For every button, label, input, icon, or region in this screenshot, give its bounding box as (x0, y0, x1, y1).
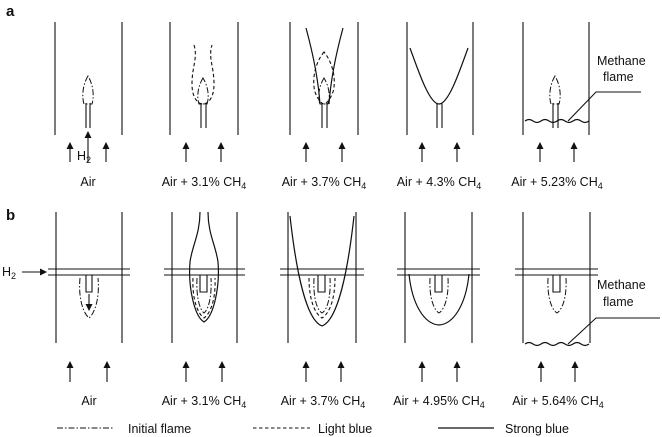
initial-flame-outline (79, 277, 99, 319)
legend-label-strong: Strong blue (505, 422, 569, 436)
strong-blue-flame-outline (289, 215, 355, 327)
strong-blue-flame-outline (328, 27, 344, 105)
hydrogen-label: H2 (77, 149, 91, 165)
panel-b-case-3: Air + 3.7% CH4 (280, 212, 365, 410)
light-blue-flame-outline (313, 51, 335, 105)
callout-methane: Methane (597, 54, 646, 68)
strong-blue-flame-outline (409, 47, 469, 105)
case-label: Air + 4.95% CH4 (393, 394, 485, 410)
strong-blue-flame-outline (408, 273, 470, 326)
downward-nozzle (434, 275, 443, 293)
initial-flame-outline (197, 77, 209, 105)
case-label: Air (81, 394, 96, 408)
callout-flame: flame (603, 70, 634, 84)
initial-flame-outline (549, 75, 561, 105)
panel-b-case-4: Air + 4.95% CH4 (393, 212, 485, 410)
case-label: Air + 3.1% CH4 (162, 175, 247, 191)
panel-a-case-3: Air + 3.7% CH4 (282, 22, 367, 191)
case-label: Air (80, 175, 95, 189)
light-blue-flame-outline (191, 44, 215, 105)
strong-blue-flame-outline (189, 211, 219, 323)
light-blue-flame-outline (308, 277, 336, 319)
panel-a-case-5: Methane flame Air + 5.23% CH4 (511, 22, 646, 191)
panel-a-case-4: Air + 4.3% CH4 (397, 22, 482, 191)
callout-leader-line (567, 91, 641, 122)
initial-flame-outline (318, 77, 330, 105)
methane-flame-front (524, 341, 590, 347)
panel-b-case-1: Air (48, 212, 130, 408)
strong-blue-flame-outline (305, 27, 321, 105)
panel-a-case-2: Air + 3.1% CH4 (162, 22, 247, 191)
legend-label-light: Light blue (318, 422, 372, 436)
initial-flame-outline (196, 277, 212, 314)
case-label: Air + 4.3% CH4 (397, 175, 482, 191)
initial-flame-outline (82, 75, 94, 105)
case-label: Air + 3.1% CH4 (162, 394, 247, 410)
legend-label-initial: Initial flame (128, 422, 191, 436)
callout-leader-line (567, 317, 660, 345)
light-blue-flame-outline (192, 277, 216, 319)
downward-nozzle (317, 275, 326, 293)
case-label: Air + 3.7% CH4 (282, 175, 367, 191)
methane-flame-front (524, 118, 590, 124)
downward-nozzle (552, 275, 561, 293)
callout-methane: Methane (597, 278, 646, 292)
hydrogen-inlet-label: H2 (2, 265, 16, 281)
downward-nozzle (199, 275, 208, 293)
downward-nozzle (85, 275, 93, 293)
panel-a-case-1: H2 Air (54, 22, 123, 189)
legend: Initial flame Light blue Strong blue (57, 422, 569, 436)
callout-flame: flame (603, 295, 634, 309)
initial-flame-outline (547, 277, 567, 314)
initial-flame-outline (429, 277, 449, 314)
case-label: Air + 5.64% CH4 (512, 394, 604, 410)
panel-b-case-2: Air + 3.1% CH4 (162, 211, 247, 410)
initial-flame-outline (313, 277, 331, 314)
case-label: Air + 3.7% CH4 (281, 394, 366, 410)
panel-a-letter: a (6, 3, 15, 20)
case-label: Air + 5.23% CH4 (511, 175, 603, 191)
panel-b-case-5: Methane flame Air + 5.64% CH4 (512, 212, 660, 410)
panel-b-letter: b (6, 207, 15, 224)
